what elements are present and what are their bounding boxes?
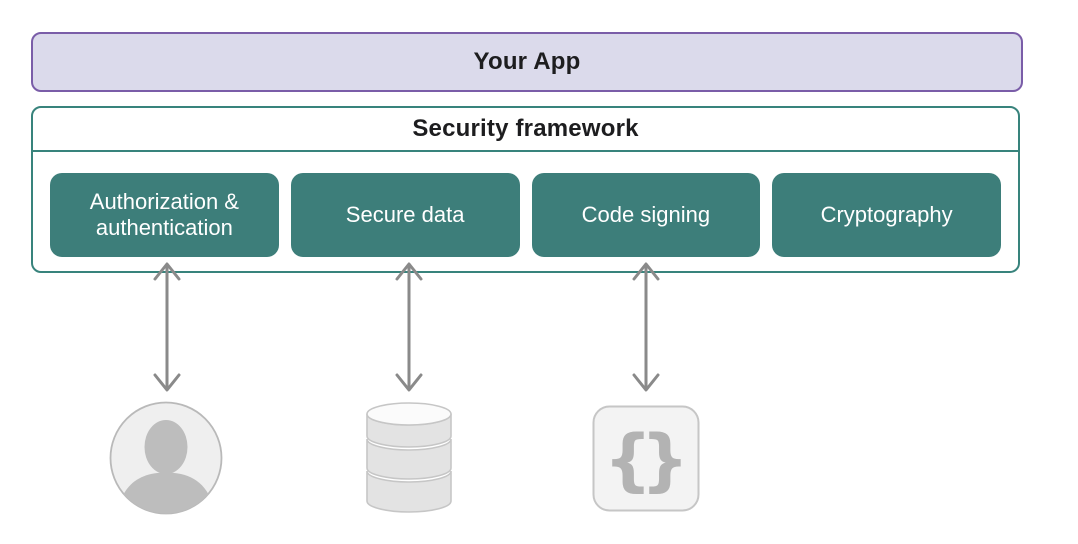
security-framework-box: Security framework Authorization & authe… xyxy=(31,106,1020,273)
double-headed-arrow-code-signing-to-code xyxy=(632,262,660,392)
framework-modules-row: Authorization & authentication Secure da… xyxy=(33,152,1018,272)
module-label: Authorization & authentication xyxy=(89,189,239,240)
module-label: Secure data xyxy=(345,202,465,228)
module-label: Cryptography xyxy=(820,202,953,228)
left-brace-glyph: { xyxy=(604,421,652,500)
database-icon xyxy=(366,402,452,513)
double-headed-arrow-secure-data-to-database xyxy=(395,262,423,392)
module-cryptography: Cryptography xyxy=(772,173,1001,257)
code-braces-icon: { } xyxy=(592,405,700,512)
module-label: Code signing xyxy=(581,202,711,228)
module-code-signing: Code signing xyxy=(531,173,761,257)
security-framework-title: Security framework xyxy=(33,108,1018,152)
right-brace-glyph: } xyxy=(641,421,689,500)
user-icon xyxy=(109,401,223,515)
your-app-label: Your App xyxy=(473,48,581,75)
your-app-box: Your App xyxy=(31,32,1023,92)
double-headed-arrow-authorization-to-user xyxy=(153,262,181,392)
module-authorization-authentication: Authorization & authentication xyxy=(50,173,279,257)
module-secure-data: Secure data xyxy=(290,173,520,257)
